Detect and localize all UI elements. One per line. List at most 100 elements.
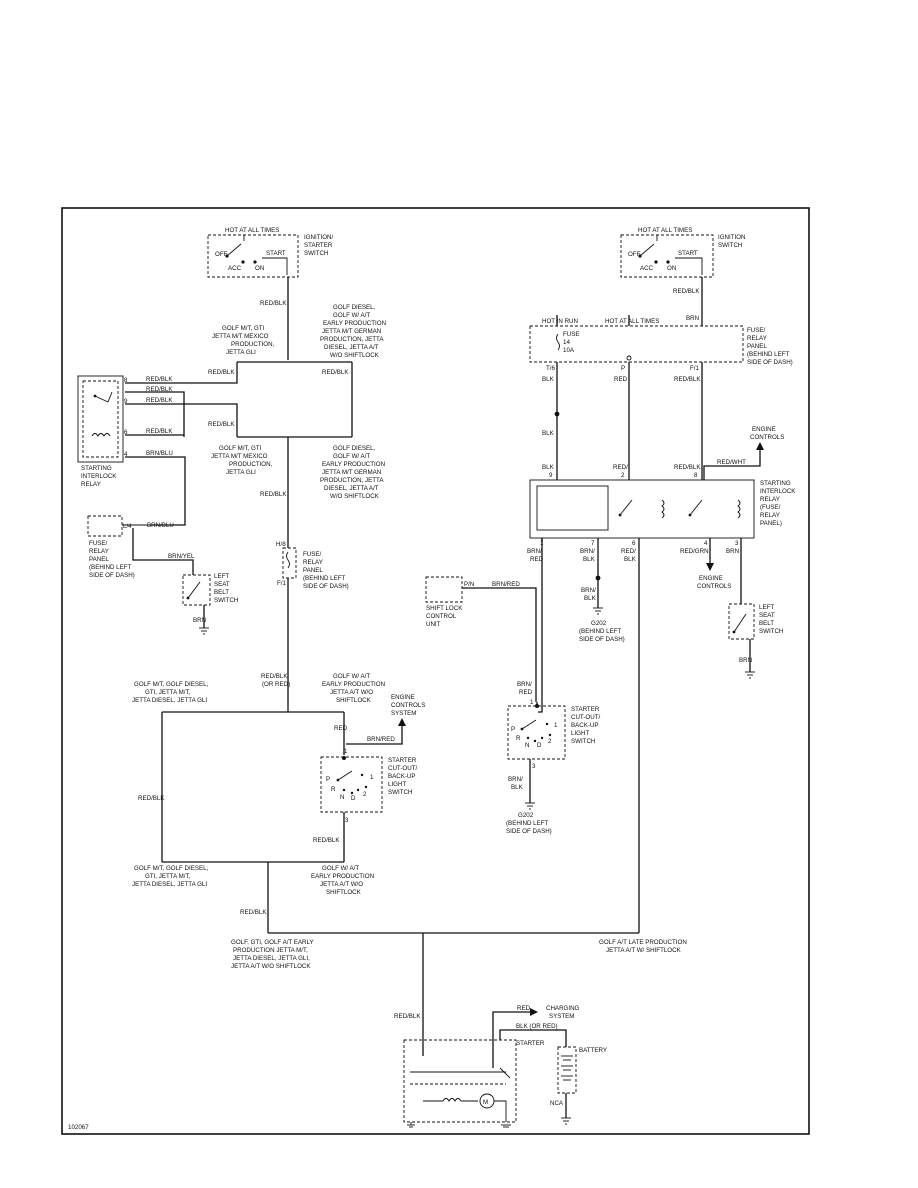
starter-right-ground-3: SIDE OF DASH) — [506, 828, 552, 835]
starter-right-out-b: BLK — [511, 784, 524, 791]
fuse-right-wire-b: RED — [614, 376, 628, 383]
right-ign-on: ON — [667, 265, 676, 272]
rr-bot-w3-a: RED/ — [621, 548, 636, 555]
starter-left-name-1: STARTER — [388, 757, 417, 764]
engine-top-2: CONTROLS — [750, 434, 784, 441]
rr-ground-w-a: BRN/ — [581, 587, 596, 594]
rr-ground-w-b: BLK — [584, 595, 597, 602]
rr-ground-3: SIDE OF DASH) — [579, 636, 625, 643]
note-golf-mt-bot-2: JETTA M/T MEXICO — [211, 453, 268, 460]
relay-right-top-pin-1: 9 — [549, 472, 553, 479]
belt-left-name-2: SEAT — [214, 581, 230, 588]
right-ign-wire: RED/BLK — [673, 288, 700, 295]
fuse-right-pin-c: F/1 — [690, 365, 699, 372]
bottom-left-note-3: JETTA DIESEL, JETTA GLI, — [233, 955, 310, 962]
starter-right-p3: 3 — [532, 763, 536, 770]
note-golf-mt-bot-4: JETTA GLI — [226, 469, 256, 476]
left-ign-acc: ACC — [228, 265, 242, 272]
relay-right-name-2: INTERLOCK — [760, 488, 796, 495]
left-low-notes: GOLF M/T, GOLF DIESEL, GTI, JETTA M/T, J… — [132, 865, 374, 916]
left-ign-name-3: SWITCH — [304, 250, 328, 257]
fuse-right-wire-a2: BLK — [542, 430, 555, 437]
starter-right-gear-d: D — [537, 742, 542, 749]
relay-pin-4: 4 — [124, 451, 128, 458]
wire-red-blk-b: RED/BLK — [322, 369, 349, 376]
left-ign-on: ON — [255, 265, 264, 272]
note-golf-mt-low-1: GOLF M/T, GOLF DIESEL, — [134, 865, 209, 872]
fuse-right-wire-a: BLK — [542, 376, 555, 383]
fuse-left-name-2: RELAY — [89, 548, 109, 555]
nca-label: NCA — [550, 1100, 564, 1107]
relay-right-top-wire-1: BLK — [542, 464, 555, 471]
wire-red-blk-f: RED/BLK — [240, 909, 267, 916]
starter-left-name-5: SWITCH — [388, 789, 412, 796]
note-golf-at-low-3: JETTA A/T W/O — [320, 881, 363, 888]
engine-ctrl-left-3: SYSTEM — [391, 710, 416, 717]
relay-right-name-1: STARTING — [760, 480, 791, 487]
starter-label: STARTER — [516, 1040, 545, 1047]
left-ign-off: OFF — [215, 251, 228, 258]
note-golf-mt-top-2: JETTA M/T MEXICO — [212, 333, 269, 340]
figure-id: 102067 — [68, 1124, 89, 1131]
belt-right-name-4: SWITCH — [759, 628, 783, 635]
starter-right-gear-n: N — [525, 742, 529, 749]
note-golf-diesel-top-5: PRODUCTION, JETTA — [320, 336, 384, 343]
belt-left-name-3: BELT — [214, 589, 229, 596]
starter-right-name-1: STARTER — [571, 706, 600, 713]
fuse-right-fuse-3: 10A — [563, 347, 575, 354]
left-seat-belt-switch: LEFT SEAT BELT SWITCH — [182, 573, 238, 606]
fuse-h8-name-4: (BEHIND LEFT — [303, 575, 346, 582]
relay-pin-6: 6 — [124, 429, 128, 436]
relay-right-top-pin-3: 8 — [694, 472, 698, 479]
left-hot-at-all-times: HOT AT ALL TIMES — [225, 227, 279, 234]
relay-right-bottom-wire-labels: BRN/ RED BRN/ BLK RED/ BLK RED/GRN BRN E… — [527, 548, 739, 643]
belt-right-name-1: LEFT — [759, 604, 774, 611]
note-golf-at-mid-2: EARLY PRODUCTION — [322, 681, 385, 688]
starter-right-p1: 1 — [530, 699, 534, 706]
left-ign-name-1: IGNITION/ — [304, 234, 333, 241]
left-ign-name-2: STARTER — [304, 242, 333, 249]
relay-right-bot-pin-5: 3 — [735, 540, 739, 547]
starter-left-gear-r: R — [331, 786, 336, 793]
note-golf-at-mid-1: GOLF W/ A/T — [333, 673, 370, 680]
starter-assembly: M STARTER — [403, 1039, 545, 1123]
starter-left-name-3: BACK-UP — [388, 773, 416, 780]
note-golf-mt-low-3: JETTA DIESEL, JETTA GLI — [132, 881, 207, 888]
note-golf-diesel-top-7: W/O SHIFTLOCK — [330, 352, 380, 359]
left-h8-fuse: H/8 F/1 FUSE/ RELAY PANEL (BEHIND LEFT S… — [276, 541, 349, 590]
fuse-right-name-5: SIDE OF DASH) — [747, 359, 793, 366]
starter-right-ground-2: (BEHIND LEFT — [506, 820, 549, 827]
note-golf-diesel-bot-1: GOLF DIESEL, — [333, 445, 376, 452]
starter-right-out-a: BRN/ — [508, 776, 523, 783]
relay-left-name-2: INTERLOCK — [81, 473, 117, 480]
note-golf-diesel-top-1: GOLF DIESEL, — [333, 304, 376, 311]
shift-lock-name-1: SHIFT LOCK — [426, 605, 463, 612]
wire-red-blk-or-red-1: RED/BLK — [261, 673, 288, 680]
left-fuse-relay-panel: L/4 BRN/BLU FUSE/ RELAY PANEL (BEHIND LE… — [87, 515, 174, 579]
starter-right-gear-1: 1 — [554, 722, 558, 729]
bottom-left-note-4: JETTA A/T W/O SHIFTLOCK — [231, 963, 311, 970]
right-ign-name-2: SWITCH — [718, 242, 742, 249]
relay-right-top-wire-2: RED/ — [613, 464, 628, 471]
starter-right-name-5: SWITCH — [571, 738, 595, 745]
shift-lock-name-2: CONTROL — [426, 613, 457, 620]
starter-left-name-4: LIGHT — [388, 781, 406, 788]
relay-right-top-pin-2: 2 — [621, 472, 625, 479]
battery-label: BATTERY — [579, 1047, 607, 1054]
note-golf-at-low-2: EARLY PRODUCTION — [311, 873, 374, 880]
engine-ctrl-left-1: ENGINE — [391, 694, 415, 701]
starter-right-in-a: BRN/ — [517, 681, 532, 688]
left-mid-split-notes: GOLF M/T, GOLF DIESEL, GTI, JETTA M/T, J… — [132, 673, 385, 802]
starter-right-name-3: BACK-UP — [571, 722, 599, 729]
note-golf-diesel-top-4: JETTA M/T GERMAN — [322, 328, 381, 335]
wire-red-blk-d: RED/BLK — [260, 491, 287, 498]
fuse-left-name-1: FUSE/ — [89, 540, 108, 547]
note-golf-mt-top-4: JETTA GLI — [226, 349, 256, 356]
rr-bot-w2-b: BLK — [583, 556, 596, 563]
fuse-right-pin-b: P — [621, 365, 625, 372]
belt-left-wire-out: BRN — [193, 617, 206, 624]
fuse-left-wire: BRN/BLU — [147, 522, 174, 529]
bottom-left-note-2: PRODUCTION JETTA M/T, — [233, 947, 308, 954]
note-golf-diesel-bot-2: GOLF W/ A/T — [333, 453, 370, 460]
right-ign-start: START — [678, 250, 698, 257]
